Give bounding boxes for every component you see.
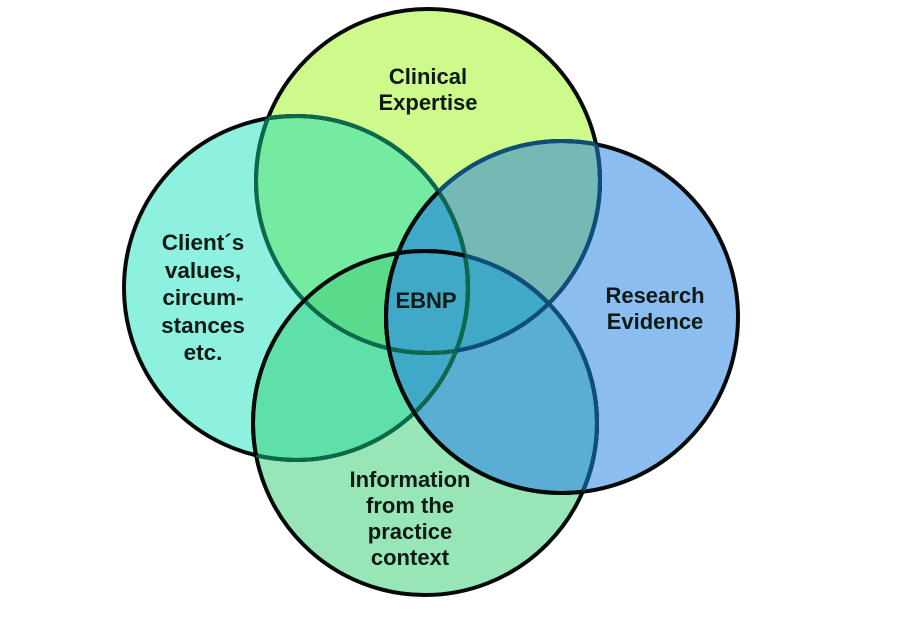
right-arc-in-left: [384, 139, 468, 460]
bottom-arc-in-left: [251, 249, 468, 460]
label-practice-context: Information from the practice context: [349, 467, 471, 570]
top-arc-in-left: [254, 116, 468, 355]
left-arc-in-bottom: [253, 251, 470, 462]
label-ebnp: EBNP: [395, 288, 457, 313]
label-client-values: Client´s values, circum- stances etc.: [161, 230, 245, 365]
overlap-top-left: [256, 116, 468, 353]
label-clinical-expertise: Clinical Expertise: [378, 64, 478, 115]
label-research-evidence: Research Evidence: [605, 283, 705, 334]
